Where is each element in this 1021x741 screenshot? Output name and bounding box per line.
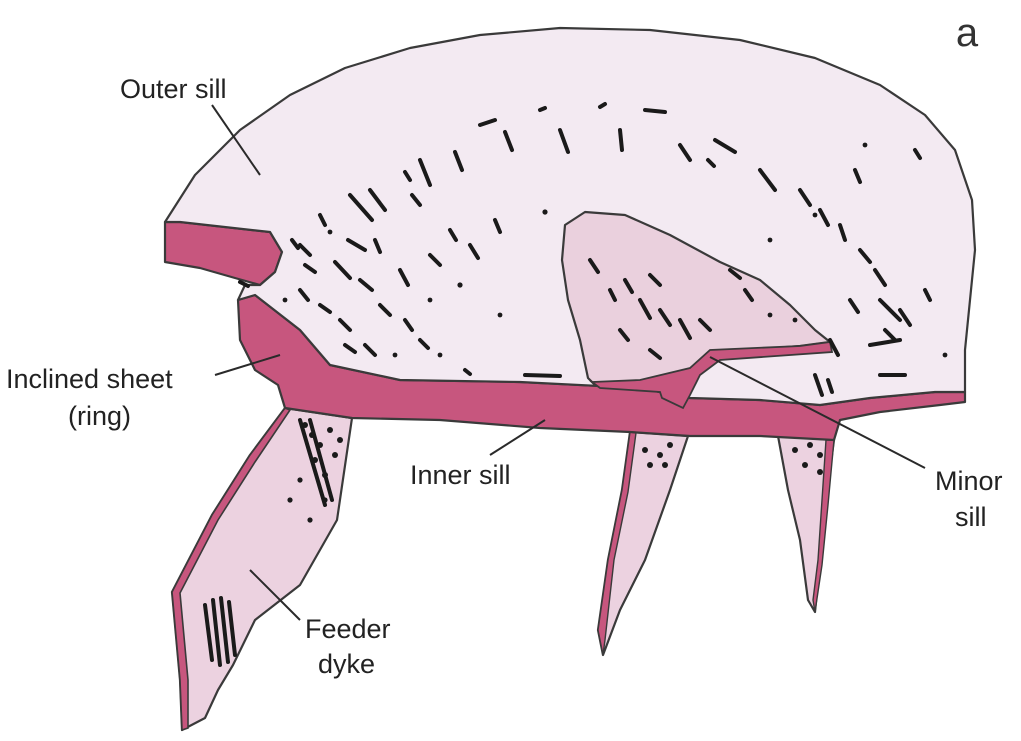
minor-sill-label-line2: sill: [955, 502, 987, 532]
outer-sill-label: Outer sill: [120, 74, 227, 104]
minor-sill-label-line1: Minor: [935, 466, 1003, 496]
feeder-dyke-label-line1: Feeder: [305, 614, 391, 644]
inclined-sheet-label-line2: (ring): [68, 401, 131, 431]
left-feeder-dyke: [172, 408, 352, 730]
inclined-sheet-label-line1: Inclined sheet: [6, 364, 173, 394]
feeder-dyke-label-line2: dyke: [318, 649, 375, 679]
inner-sill-label: Inner sill: [410, 460, 511, 490]
panel-label: a: [956, 11, 979, 55]
feeder-dykes: [172, 408, 834, 730]
